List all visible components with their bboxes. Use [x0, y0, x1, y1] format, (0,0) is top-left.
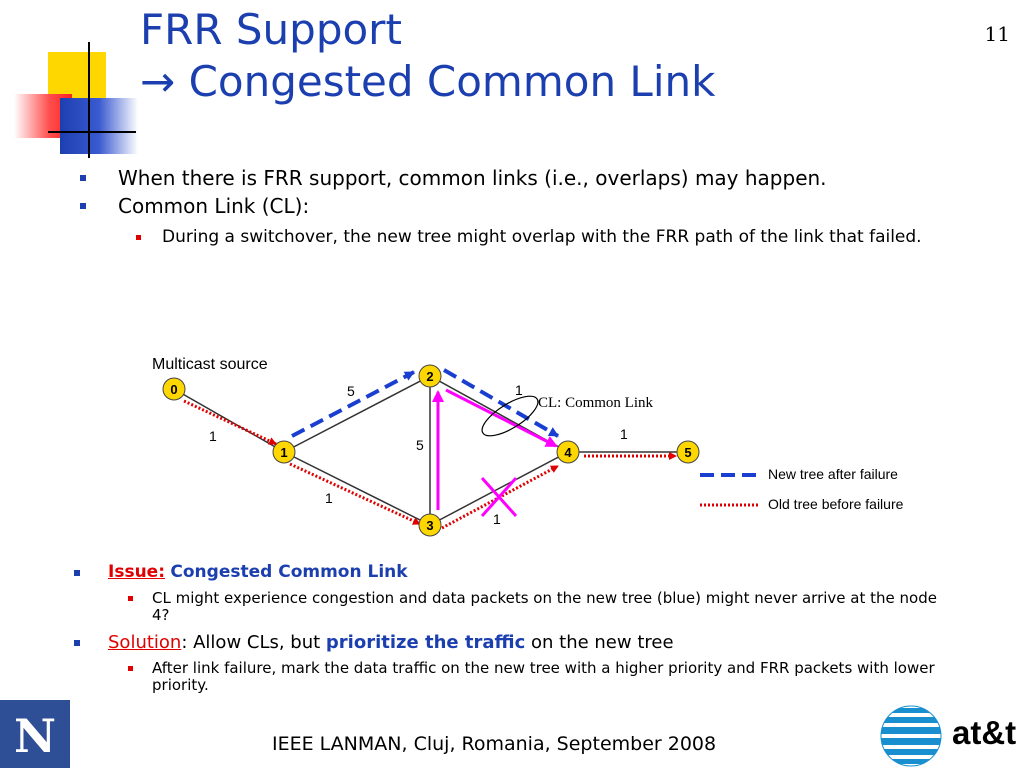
frr-path-2-4	[445, 388, 558, 448]
title-line-2: → Congested Common Link	[140, 56, 715, 108]
bullet-issue: Issue: Congested Common Link	[74, 562, 988, 583]
node-2: 2	[418, 364, 442, 388]
common-link-ellipse	[481, 395, 539, 437]
node-3: 3	[418, 513, 442, 537]
new-tree-path-2-4	[442, 368, 560, 438]
node-1-label: 1	[280, 445, 287, 460]
top-sub-bullet-list: During a switchover, the new tree might …	[136, 228, 1002, 247]
sub-bullet-issue-detail: CL might experience congestion and data …	[128, 590, 952, 624]
att-logo-text: at&t	[952, 714, 1017, 751]
node-0: 0	[162, 377, 186, 401]
slide-number: 11	[984, 22, 1010, 46]
sub-bullet-solution-detail: After link failure, mark the data traffi…	[128, 660, 982, 694]
frr-paths	[432, 388, 558, 510]
node-3-label: 3	[426, 518, 433, 533]
issue-label: Issue:	[108, 562, 165, 582]
node-0-label: 0	[170, 382, 177, 397]
physical-links	[173, 375, 688, 526]
old-tree-path-0-1	[183, 399, 277, 446]
deco-vertical-line	[88, 42, 90, 158]
att-globe-icon	[880, 705, 942, 767]
deco-horizontal-line	[48, 131, 136, 133]
nodes: 0 1 2 3 4 5	[162, 364, 700, 537]
arrow-icon: →	[140, 57, 176, 106]
weight-1-2: 5	[347, 383, 355, 399]
weight-1-3: 1	[325, 490, 333, 506]
university-logo-letter: N	[14, 709, 56, 763]
node-5-label: 5	[684, 445, 691, 460]
weight-2-4: 1	[515, 382, 523, 398]
node-5: 5	[676, 440, 700, 464]
common-link-label: CL: Common Link	[538, 395, 654, 411]
node-1: 1	[272, 440, 296, 464]
link-failure-x-icon	[480, 476, 518, 518]
solution-text-after: on the new tree	[525, 632, 674, 653]
new-tree-paths	[291, 368, 560, 438]
issue-sub-list: CL might experience congestion and data …	[128, 590, 952, 624]
solution-highlight: prioritize the traffic	[325, 632, 526, 653]
footer-text: IEEE LANMAN, Cluj, Romania, September 20…	[272, 733, 717, 755]
slide-title: FRR Support → Congested Common Link	[140, 4, 715, 108]
new-tree-path-1-2	[291, 370, 415, 438]
issue-text: Congested Common Link	[170, 562, 408, 582]
weight-0-1: 1	[209, 428, 217, 444]
deco-blue-square	[60, 98, 138, 154]
weight-4-5: 1	[620, 426, 628, 442]
weight-3-4: 1	[493, 511, 501, 527]
weight-2-3: 5	[416, 437, 424, 453]
solution-bullet-list: Solution: Allow CLs, but prioritize the …	[74, 632, 988, 653]
old-tree-path-1-3	[289, 462, 421, 526]
sub-bullet-switchover: During a switchover, the new tree might …	[136, 228, 1002, 247]
bullet-solution: Solution: Allow CLs, but prioritize the …	[74, 632, 988, 653]
multicast-source-label: Multicast source	[152, 356, 268, 373]
link-3-4	[429, 451, 569, 526]
node-2-label: 2	[426, 369, 433, 384]
bullet-common-link: Common Link (CL):	[80, 194, 998, 218]
node-4: 4	[556, 440, 580, 464]
legend-new-tree-label: New tree after failure	[768, 466, 898, 482]
university-logo: N	[0, 700, 70, 768]
solution-sub-list: After link failure, mark the data traffi…	[128, 660, 982, 694]
legend-old-tree-label: Old tree before failure	[768, 496, 904, 512]
solution-label: Solution	[108, 632, 182, 653]
solution-text-before: : Allow CLs, but	[181, 632, 326, 653]
title-line-2-text: Congested Common Link	[188, 57, 716, 106]
bullet-frr-overlap: When there is FRR support, common links …	[80, 166, 998, 190]
title-line-1: FRR Support	[140, 5, 402, 54]
node-4-label: 4	[564, 445, 572, 460]
top-bullet-list: When there is FRR support, common links …	[80, 166, 998, 218]
link-1-3	[283, 451, 431, 526]
legend: New tree after failure Old tree before f…	[700, 466, 904, 512]
link-1-2	[283, 375, 431, 453]
bottom-bullet-list: Issue: Congested Common Link	[74, 562, 988, 583]
